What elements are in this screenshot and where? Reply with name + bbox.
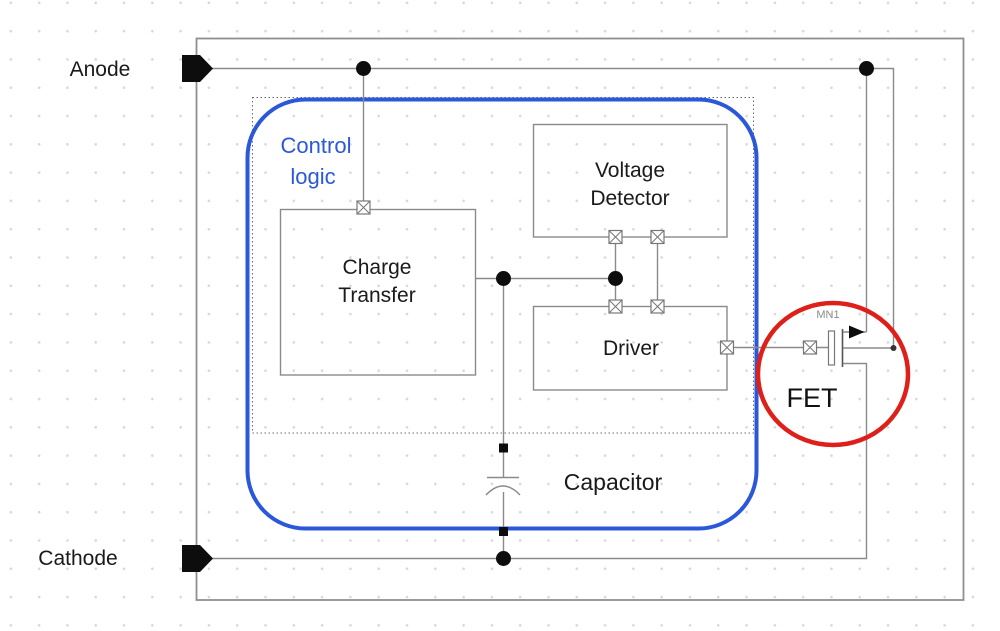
terminal-detector-bottom-right-icon (650, 229, 665, 245)
terminal-driver-top-right-icon (650, 299, 665, 314)
charge-transfer-box (279, 208, 477, 376)
chip-boundary-box (195, 37, 965, 601)
mosfet-arrow-icon (849, 325, 865, 339)
control-logic-label-line1: Control (281, 133, 352, 158)
charge-transfer-label-line2: Transfer (338, 284, 415, 307)
junction-cathode (496, 551, 511, 566)
terminal-detector-bottom-left-icon (608, 229, 623, 245)
mosfet-device-name: MN1 (816, 309, 839, 321)
capacitor-label: Capacitor (564, 469, 663, 495)
capacitor-wire-marker-bottom (499, 527, 508, 536)
anode-rail-wire (212, 67, 895, 348)
anode-label: Anode (70, 58, 131, 81)
terminal-charge-transfer-top-icon (356, 200, 371, 215)
fet-label: FET (787, 383, 838, 413)
cathode-pin-connector-icon (182, 545, 213, 572)
anode-pin-connector-icon (182, 55, 213, 82)
fet-highlight-circle (755, 300, 911, 448)
terminal-fet-gate-icon (802, 340, 818, 355)
junction-anode-right (859, 61, 874, 76)
terminal-driver-right-icon (719, 340, 735, 355)
voltage-detector-label-line2: Detector (590, 187, 669, 210)
mosfet-bulk-dot (890, 345, 897, 351)
voltage-detector-label-line1: Voltage (595, 159, 665, 182)
junction-detector-driver (608, 271, 623, 286)
capacitor-wire-marker-top (499, 443, 508, 453)
cathode-rail-wire (212, 363, 868, 560)
junction-capacitor-node (496, 271, 511, 286)
mosfet-gate-plate (827, 330, 836, 366)
junction-anode-left (356, 61, 371, 76)
terminal-driver-top-left-icon (608, 299, 623, 314)
control-logic-dotted-boundary (252, 97, 754, 434)
cathode-label: Cathode (38, 547, 117, 570)
voltage-detector-box (532, 123, 728, 238)
driver-label: Driver (603, 337, 659, 360)
control-logic-label-line2: logic (290, 164, 335, 189)
charge-transfer-label-line1: Charge (343, 256, 412, 279)
capacitor-plate-curved (485, 485, 521, 496)
